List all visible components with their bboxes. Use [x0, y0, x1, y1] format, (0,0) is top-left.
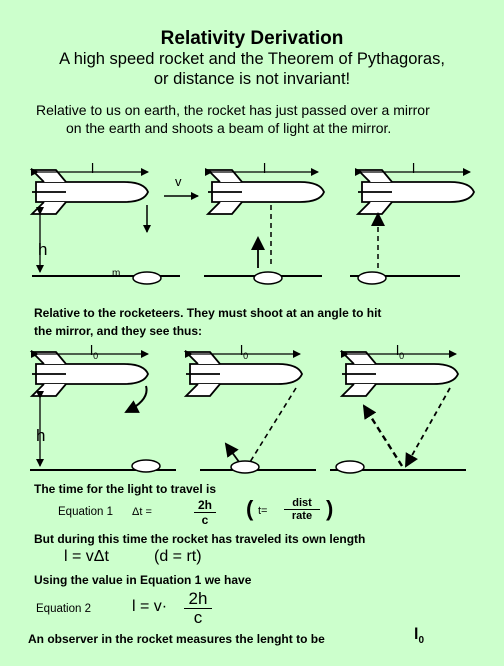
angled-beam-a — [124, 385, 148, 413]
rate-numerator: dist — [284, 497, 320, 510]
rate-fraction: dist rate — [284, 497, 320, 522]
length-equation-alt: (d = rt) — [154, 548, 202, 565]
time-text: The time for the light to travel is — [34, 482, 217, 496]
equation-2-denominator: c — [193, 608, 203, 627]
equation-2-numerator: 2h — [184, 590, 212, 609]
intro-line-1: Relative to us on earth, the rocket has … — [36, 102, 430, 118]
paren-open: ( — [246, 496, 254, 521]
equation-1-label: Equation 1 — [58, 506, 113, 518]
mirror-label: m — [112, 268, 121, 279]
height-label-earth: h — [38, 240, 48, 259]
mirror-2 — [253, 271, 283, 285]
proper-length-label-a: l0 — [90, 342, 99, 361]
downward-beam-c — [405, 387, 451, 468]
reflected-beam-c — [362, 404, 404, 467]
paren-close: ) — [326, 496, 334, 521]
length-label-1: l — [91, 160, 95, 176]
observer-text: An observer in the rocket measures the l… — [28, 632, 325, 646]
during-text: But during this time the rocket has trav… — [34, 532, 366, 546]
rocket-frame-intro-2: the mirror, and they see thus: — [34, 324, 203, 338]
rocket-3 — [357, 169, 475, 215]
height-label-rocket: h — [36, 426, 46, 445]
rate-lhs: t= — [258, 505, 268, 517]
equation-2-label: Equation 2 — [36, 603, 91, 615]
mirror-1 — [132, 271, 162, 285]
equation-2-fraction: 2h c — [184, 590, 212, 627]
mirror-3 — [357, 271, 387, 285]
proper-length-label-b: l0 — [240, 342, 249, 361]
subtitle-line-2: or distance is not invariant! — [153, 70, 351, 88]
using-text: Using the value in Equation 1 we have — [34, 573, 252, 587]
length-equation: l = vΔt — [64, 548, 109, 565]
mirror-a — [131, 459, 161, 473]
equation-1-fraction: 2h c — [194, 498, 216, 527]
subtitle-line-1: A high speed rocket and the Theorem of P… — [59, 50, 445, 68]
velocity-label: v — [175, 174, 182, 189]
observer-proper-length: l0 — [414, 626, 425, 647]
equation-1-lhs: Δt = — [132, 506, 152, 518]
diagonal-beam-b — [249, 387, 297, 463]
rocket-frame-diagram — [30, 350, 466, 474]
equation-1-denominator: c — [201, 513, 209, 527]
intro-line-2: on the earth and shoots a beam of light … — [66, 120, 392, 136]
length-label-3: l — [412, 160, 416, 176]
rocket-1 — [31, 169, 149, 215]
rate-denominator: rate — [291, 510, 313, 522]
rocket-frame-intro-1: Relative to the rocketeers. They must sh… — [34, 306, 382, 320]
mirror-b — [230, 460, 260, 474]
proper-length-label-c: l0 — [396, 342, 405, 361]
mirror-c — [335, 460, 365, 474]
equation-1-numerator: 2h — [194, 498, 216, 513]
rocket-2 — [207, 169, 325, 215]
page-title: Relativity Derivation — [160, 28, 344, 49]
earth-frame-diagram — [31, 168, 475, 285]
length-label-2: l — [263, 160, 267, 176]
equation-2-lhs: l = v· — [132, 598, 168, 615]
